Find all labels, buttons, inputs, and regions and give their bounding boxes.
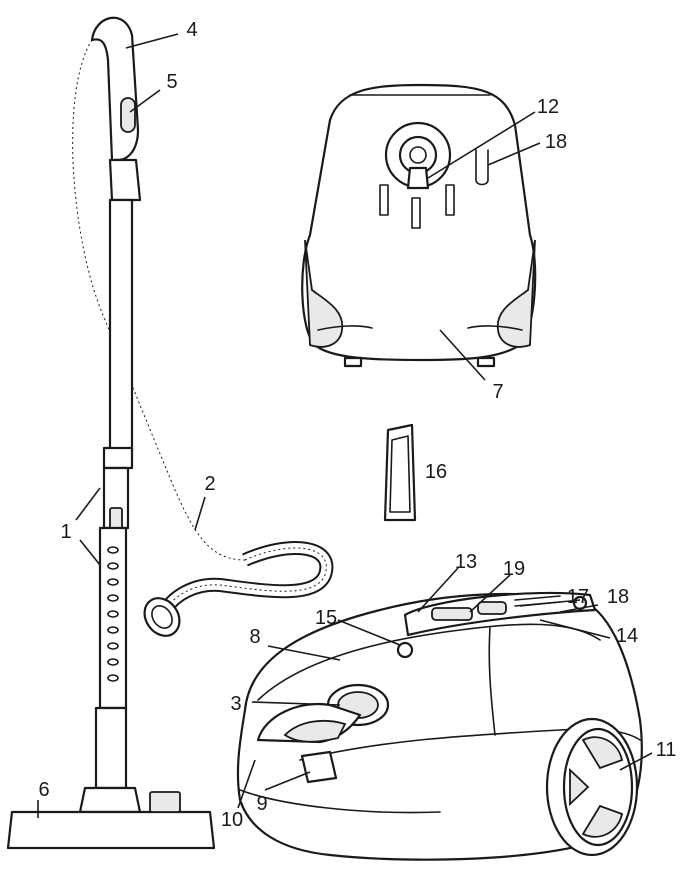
callout-6: 6 (38, 779, 49, 801)
callout-13: 13 (455, 551, 477, 573)
callout-numbers: 1 2 3 4 5 6 7 8 9 10 11 12 13 14 15 16 1… (38, 19, 676, 831)
callout-5: 5 (166, 71, 177, 93)
callout-16: 16 (425, 461, 447, 483)
callout-8: 8 (249, 626, 260, 648)
callout-18-rear: 18 (545, 131, 567, 153)
callout-10: 10 (221, 809, 243, 831)
crevice-nozzle-drawing (383, 423, 417, 522)
callout-9: 9 (256, 793, 267, 815)
rear-view-drawing (301, 83, 537, 368)
callout-3: 3 (230, 693, 241, 715)
callout-1: 1 (60, 521, 71, 543)
callout-2: 2 (204, 473, 215, 495)
callout-7: 7 (492, 381, 503, 403)
callout-15: 15 (315, 607, 337, 629)
callout-lines (37, 33, 653, 818)
callout-12: 12 (537, 96, 559, 118)
wand-assembly-drawing (6, 16, 334, 850)
callout-18-body: 18 (607, 586, 629, 608)
callout-11: 11 (656, 739, 677, 761)
callout-17: 17 (567, 586, 589, 608)
canister-body-drawing (236, 591, 643, 861)
tube-holes (107, 546, 119, 682)
callout-4: 4 (186, 19, 197, 41)
callout-19: 19 (503, 558, 525, 580)
callout-14: 14 (616, 625, 638, 647)
